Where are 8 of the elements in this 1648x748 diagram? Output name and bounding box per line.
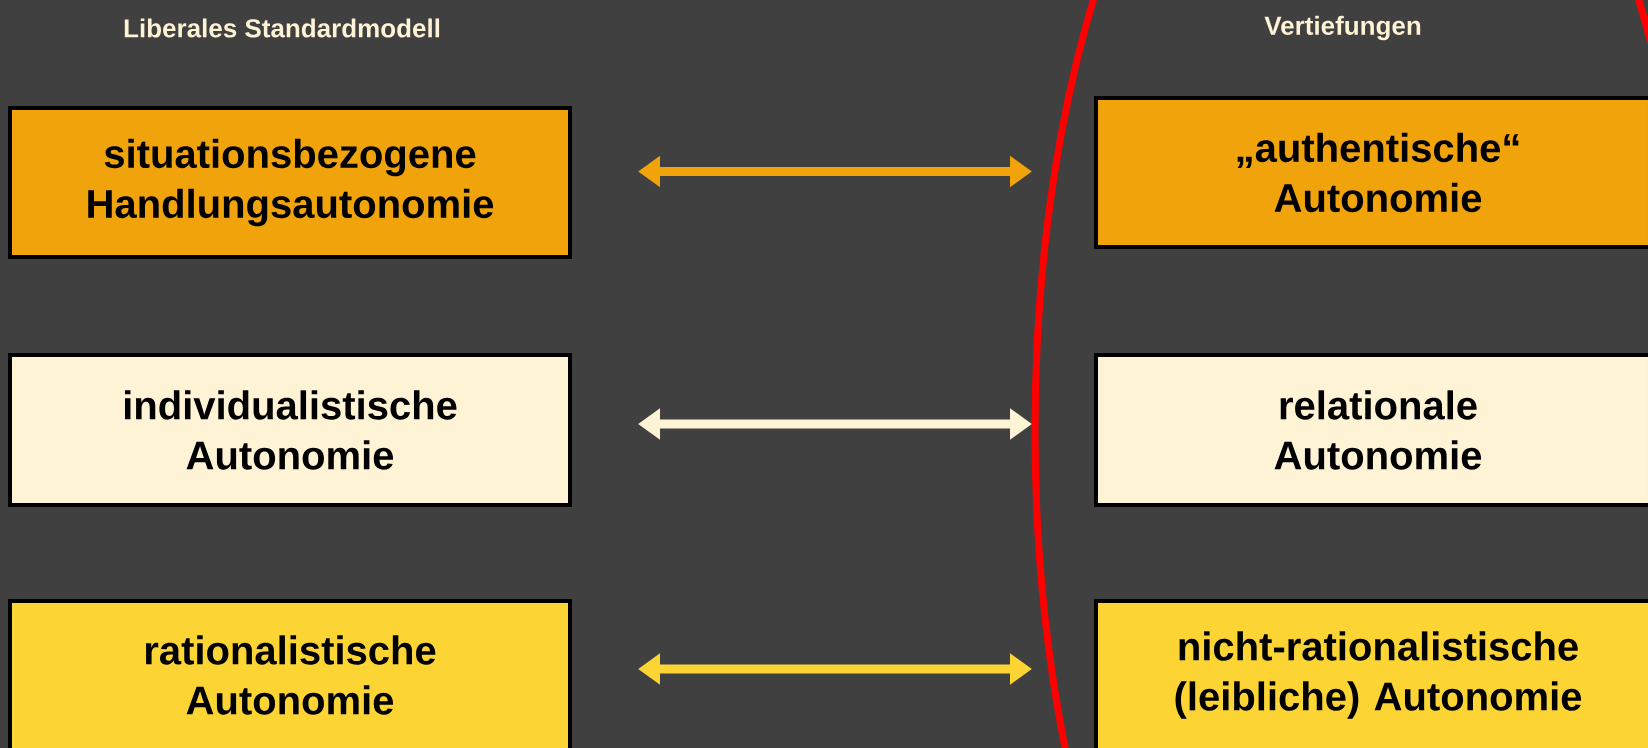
concept-box: individualistische Autonomie — [8, 353, 572, 507]
concept-box: situationsbezogene Handlungsautonomie — [8, 106, 572, 259]
concept-box: rationalistische Autonomie — [8, 599, 572, 748]
concept-box: relationale Autonomie — [1094, 353, 1648, 507]
column-heading: Liberales Standardmodell — [124, 18, 440, 38]
column-heading: Vertiefungen — [1264, 15, 1421, 41]
concept-box: „authentische“ Autonomie — [1094, 96, 1648, 249]
concept-box: nicht-rationalistische (leibliche) Autonomie — [1094, 599, 1648, 748]
